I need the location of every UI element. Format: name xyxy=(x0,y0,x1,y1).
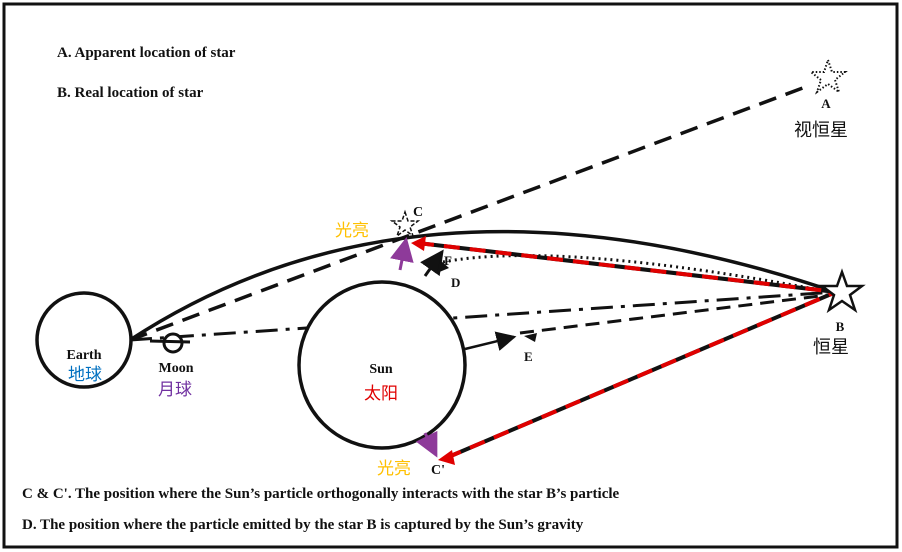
a-cn-label: 视恒星 xyxy=(794,120,848,141)
dash-dot-line xyxy=(129,290,837,342)
sun xyxy=(297,280,467,450)
legend-a: A. Apparent location of star xyxy=(57,45,236,61)
c-label: C xyxy=(413,205,423,220)
red-arrowhead-c-prime xyxy=(438,450,455,465)
star-c-icon xyxy=(389,209,421,239)
legend-d: D. The position where the particle emitt… xyxy=(22,517,584,533)
d-label: D xyxy=(451,275,460,290)
legend-c: C & C'. The position where the Sun’s par… xyxy=(22,486,620,502)
light-cn-top: 光亮 xyxy=(335,221,369,241)
star-a-icon xyxy=(808,56,848,95)
purple-arrow-up xyxy=(390,237,414,271)
moon-cn-label: 月球 xyxy=(158,380,192,400)
red-dashed-to-c-prime xyxy=(445,290,837,460)
moon-label: Moon xyxy=(159,361,194,376)
arrowhead-e-reverse xyxy=(524,333,537,342)
arrowhead-d xyxy=(437,260,449,273)
earth xyxy=(35,291,133,389)
e-label: E xyxy=(524,349,533,364)
earth-label: Earth xyxy=(67,348,102,363)
red-arrowhead-c xyxy=(411,236,426,251)
dotted-d-curve xyxy=(442,254,837,295)
a-label: A xyxy=(821,96,831,111)
f-label: F xyxy=(444,253,452,268)
sun-label: Sun xyxy=(369,362,393,377)
star-b-icon xyxy=(818,268,866,314)
legend-b: B. Real location of star xyxy=(57,85,204,101)
sun-cn-label: 太阳 xyxy=(364,384,398,404)
light-path-curve xyxy=(129,229,839,342)
b-label: B xyxy=(836,319,845,334)
arrow-f xyxy=(420,249,444,277)
apparent-line xyxy=(129,84,809,342)
c-prime-label: C' xyxy=(431,463,445,478)
purple-arrow-down xyxy=(415,430,438,458)
red-dashed-to-c xyxy=(417,241,837,294)
b-cn-label: 恒星 xyxy=(813,337,849,358)
earth-cn-label: 地球 xyxy=(68,365,102,385)
light-cn-bottom: 光亮 xyxy=(377,459,411,479)
arrow-e xyxy=(464,331,517,351)
e-to-b-line xyxy=(519,292,837,335)
